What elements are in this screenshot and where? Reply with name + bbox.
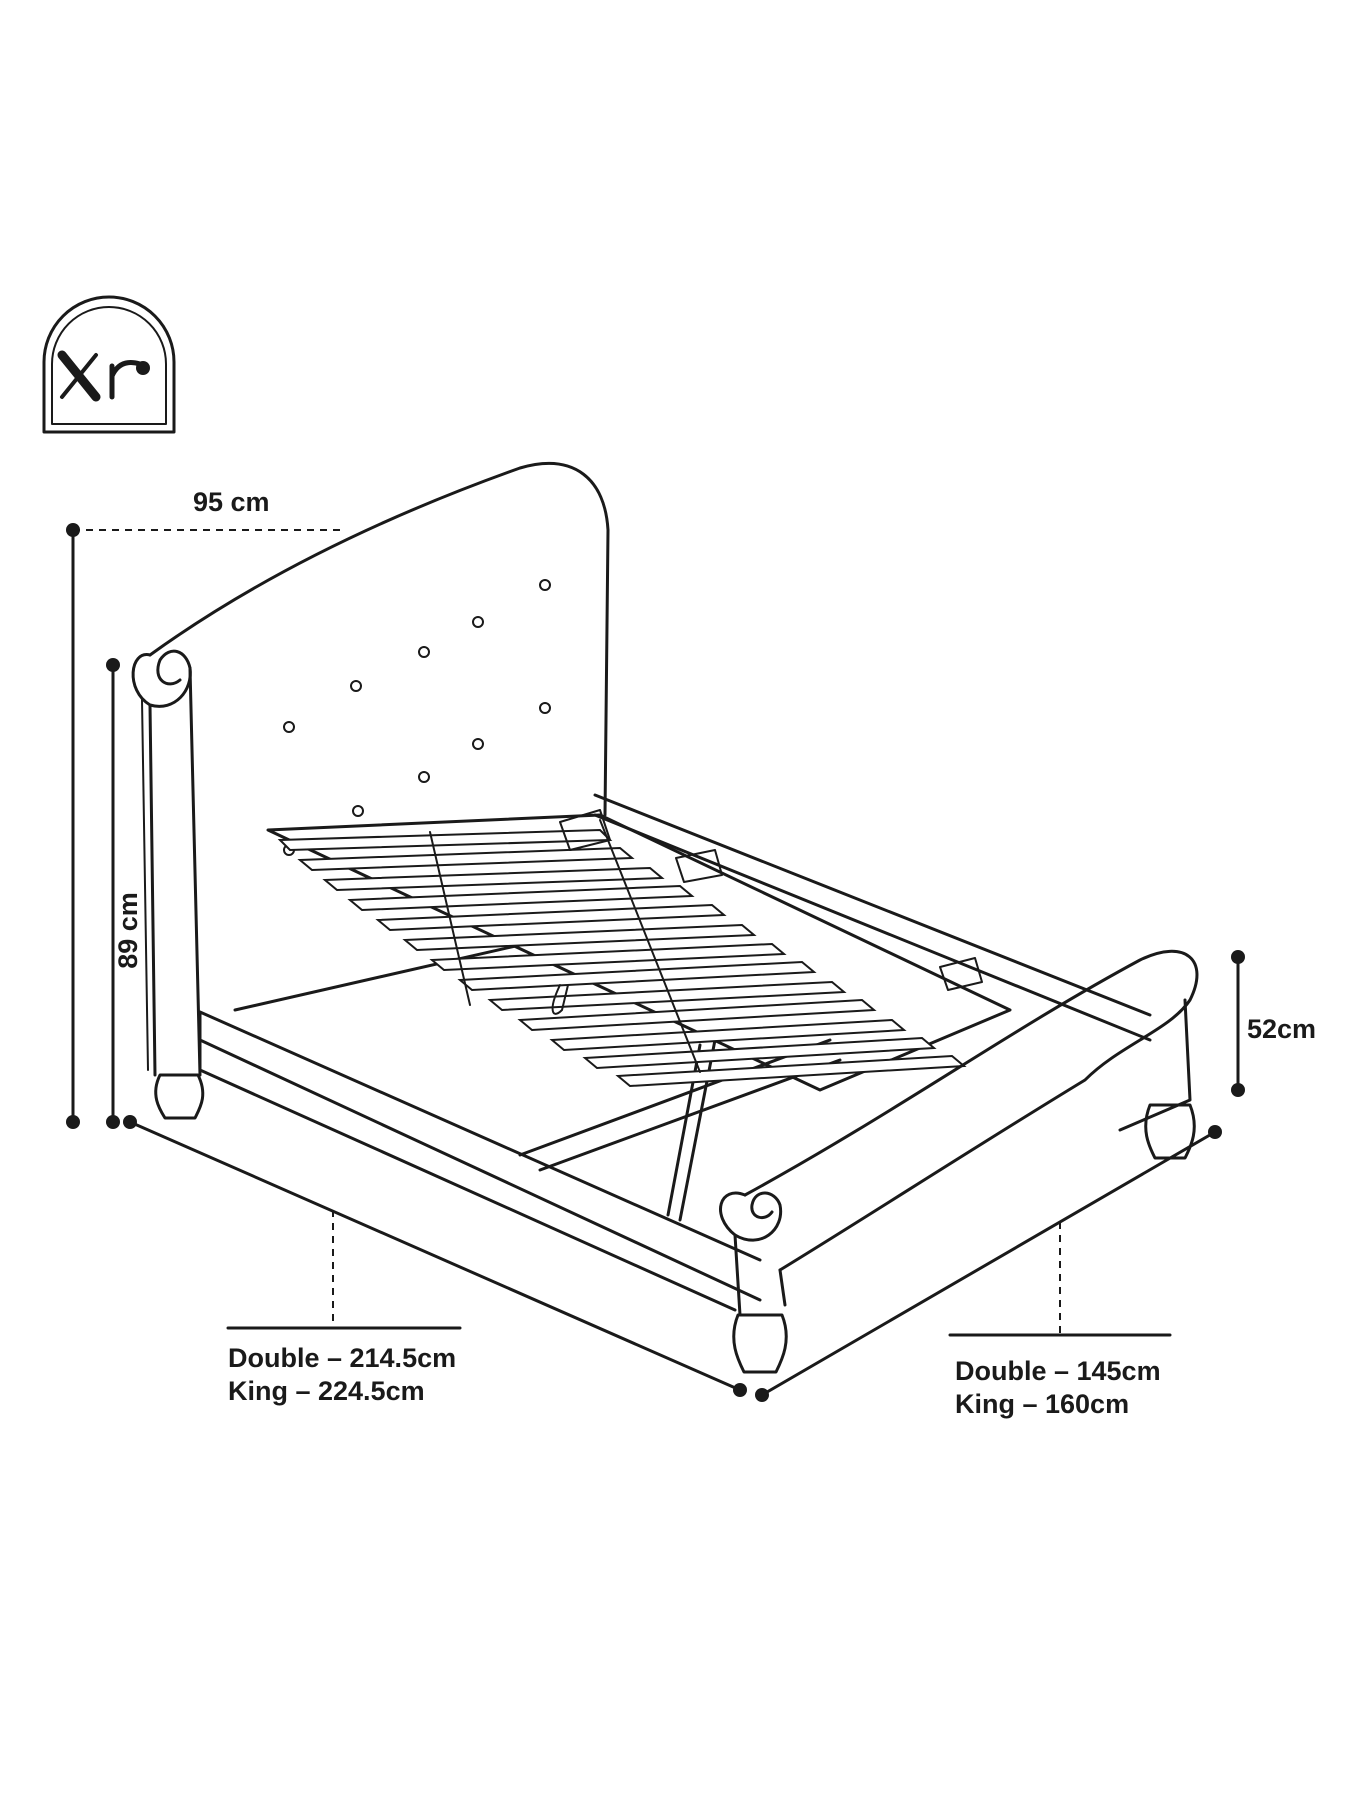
- headboard-width-label: 95 cm: [193, 487, 270, 517]
- length-double-label: Double – 214.5cm: [228, 1343, 457, 1373]
- far-side-rail: [593, 793, 1152, 1042]
- lift-handle: [551, 984, 569, 1015]
- slatted-base: [266, 813, 1012, 1092]
- width-double-label: Double – 145cm: [955, 1356, 1161, 1386]
- near-side-rail: [198, 1010, 762, 1312]
- tufting-buttons: [283, 579, 551, 856]
- footboard-scroll: [719, 1191, 783, 1242]
- head-leg: [154, 1073, 205, 1120]
- total-height-label: 89 cm: [112, 892, 143, 969]
- foot-leg-front: [732, 1313, 788, 1374]
- headboard-post: [148, 666, 202, 1077]
- length-king-label: King – 224.5cm: [228, 1376, 425, 1406]
- bracket-left: [559, 809, 983, 991]
- footboard-outline: [743, 949, 1199, 1272]
- bed-illustration: [131, 462, 1199, 1374]
- base-cross-bars: [233, 943, 842, 1172]
- dimension-lines: [66, 523, 1245, 1402]
- gas-strut: [666, 1038, 717, 1222]
- headboard-scroll: [131, 649, 192, 708]
- width-king-label: King – 160cm: [955, 1389, 1130, 1419]
- brand-logo: [42, 295, 176, 434]
- footboard-height-label: 52cm: [1247, 1014, 1317, 1044]
- headboard-outline: [148, 462, 610, 817]
- foot-leg-right: [1144, 1103, 1196, 1160]
- logo-monogram: [57, 350, 150, 402]
